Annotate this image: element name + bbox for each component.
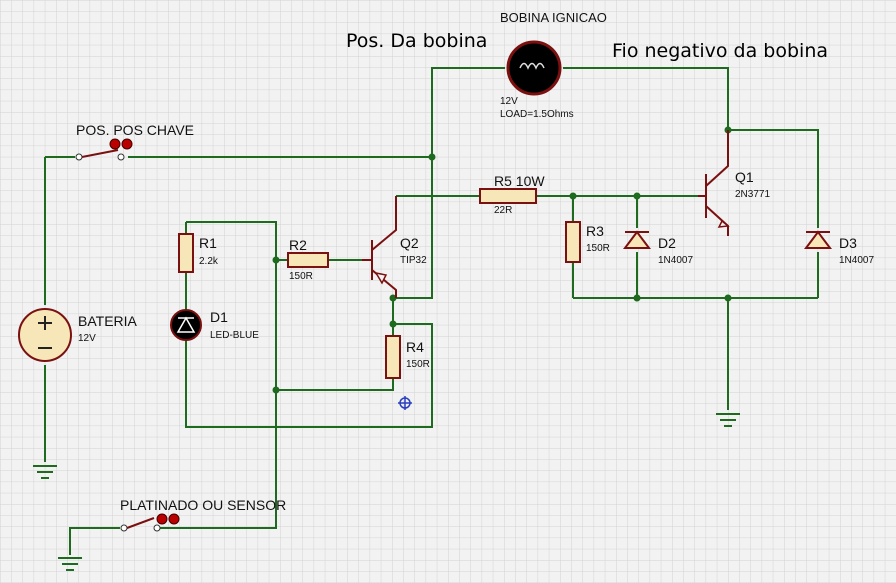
r3-name: R3: [586, 223, 604, 239]
crosshair-icon: [398, 396, 412, 410]
d3-value: 1N4007: [839, 255, 874, 266]
ground-symbol: [58, 557, 82, 571]
transistor-q2[interactable]: [362, 196, 397, 298]
q2-value: TIP32: [400, 255, 427, 266]
resistor-r4[interactable]: [385, 335, 401, 379]
resistor-r1[interactable]: [178, 233, 194, 273]
ground-symbol: [33, 465, 57, 479]
resistor-r5[interactable]: [479, 188, 537, 204]
d2-value: 1N4007: [658, 255, 693, 266]
switch-platinado[interactable]: [120, 513, 180, 532]
bobina-voltage: 12V: [500, 96, 518, 107]
pos-bobina-label: Pos. Da bobina: [346, 30, 487, 52]
pos-chave-label: POS. POS CHAVE: [76, 122, 194, 138]
transistor-q1[interactable]: [698, 130, 730, 236]
r2-name: R2: [289, 237, 307, 253]
bobina-load: LOAD=1.5Ohms: [500, 109, 574, 120]
d3-name: D3: [839, 235, 857, 251]
resistor-r2[interactable]: [287, 252, 329, 268]
q2-name: Q2: [400, 235, 419, 251]
d2-name: D2: [658, 235, 676, 251]
wires: [44, 67, 819, 555]
r2-value: 150R: [289, 271, 313, 282]
fio-negativo-label: Fio negativo da bobina: [612, 40, 828, 62]
bateria-voltage: 12V: [78, 333, 96, 344]
r4-value: 150R: [406, 359, 430, 370]
r1-name: R1: [199, 235, 217, 251]
r3-value: 150R: [586, 243, 610, 254]
switch-pos-chave[interactable]: [75, 138, 133, 161]
resistor-r3[interactable]: [565, 221, 581, 263]
bateria-label: BATERIA: [78, 313, 138, 329]
ground-symbol: [716, 413, 740, 427]
bobina-lamp[interactable]: [506, 40, 562, 96]
diode-d3[interactable]: [804, 230, 832, 249]
junction-nodes: [272, 126, 732, 394]
led-d1[interactable]: [170, 309, 202, 341]
d1-name: D1: [210, 309, 228, 325]
r4-name: R4: [406, 339, 424, 355]
r5-value: 22R: [494, 205, 512, 216]
d1-value: LED-BLUE: [210, 330, 259, 341]
bobina-title: BOBINA IGNICAO: [500, 10, 607, 25]
diode-d2[interactable]: [623, 230, 651, 249]
r5-name: R5 10W: [494, 173, 545, 189]
battery-symbol[interactable]: [18, 308, 72, 362]
q1-value: 2N3771: [735, 189, 770, 200]
platinado-label: PLATINADO OU SENSOR: [120, 497, 286, 513]
r1-value: 2.2k: [199, 256, 219, 267]
q1-name: Q1: [735, 169, 754, 185]
